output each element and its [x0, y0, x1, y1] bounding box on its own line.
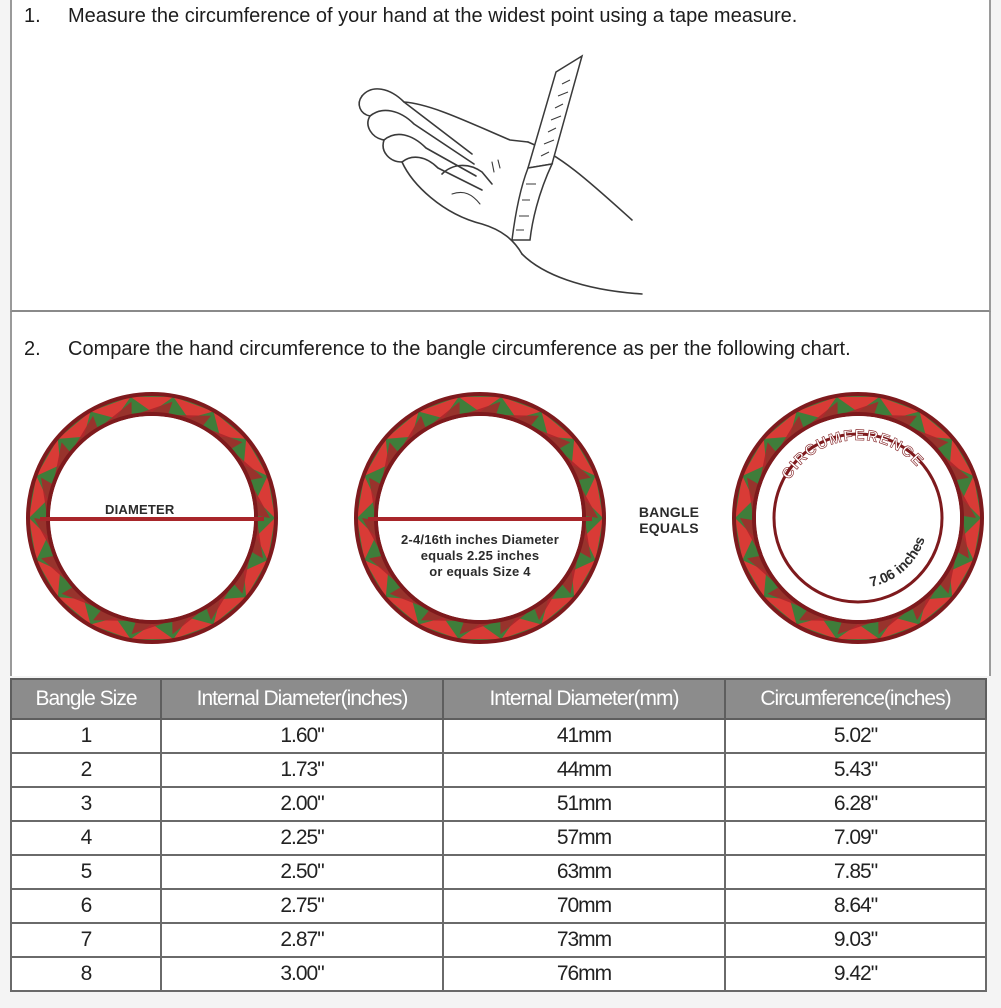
diameter-inches-cell: 2.87"	[160, 922, 444, 958]
circumference-cell: 9.03"	[724, 922, 987, 958]
bangle-size-cell: 2	[10, 752, 162, 788]
step-2-panel: 2. Compare the hand circumference to the …	[10, 312, 991, 676]
circumference-cell: 5.02"	[724, 718, 987, 754]
example-line-3: or equals Size 4	[429, 564, 531, 579]
circumference-cell: 8.64"	[724, 888, 987, 924]
diameter-inches-cell: 2.75"	[160, 888, 444, 924]
diameter-inches-cell: 1.73"	[160, 752, 444, 788]
bangle-size-cell: 4	[10, 820, 162, 856]
bangle-example-diagram	[354, 392, 606, 644]
diameter-mm-cell: 41mm	[442, 718, 726, 754]
bangle-size-table: Bangle Size Internal Diameter(inches) In…	[10, 678, 987, 992]
diameter-inches-cell: 1.60"	[160, 718, 444, 754]
step-1-panel: 1. Measure the circumference of your hand…	[10, 0, 991, 312]
diameter-mm-cell: 73mm	[442, 922, 726, 958]
bangle-size-cell: 6	[10, 888, 162, 924]
diameter-mm-cell: 57mm	[442, 820, 726, 856]
diameter-mm-cell: 44mm	[442, 752, 726, 788]
circumference-cell: 6.28"	[724, 786, 987, 822]
header-circumference-inches: Circumference(inches)	[724, 678, 987, 720]
hand-measuring-illustration	[358, 54, 643, 295]
bangle-circumference-diagram: CIRCUMFERENCE 7.06 inches	[732, 392, 984, 644]
diameter-inches-cell: 2.25"	[160, 820, 444, 856]
bangle-size-cell: 8	[10, 956, 162, 992]
header-bangle-size: Bangle Size	[10, 678, 162, 720]
step-2-instruction: 2. Compare the hand circumference to the …	[24, 338, 851, 361]
circumference-cell: 9.42"	[724, 956, 987, 992]
diameter-mm-cell: 70mm	[442, 888, 726, 924]
header-internal-diameter-mm: Internal Diameter(mm)	[442, 678, 726, 720]
step-2-text: Compare the hand circumference to the ba…	[68, 338, 851, 360]
bangle-ring	[354, 392, 606, 644]
bangle-equals-label: BANGLE EQUALS	[624, 504, 714, 536]
circumference-cell: 7.09"	[724, 820, 987, 856]
step-1-text: Measure the circumference of your hand a…	[68, 5, 798, 27]
bangle-equals-line-1: BANGLE	[638, 504, 700, 520]
diameter-inches-cell: 2.00"	[160, 786, 444, 822]
diameter-inches-cell: 3.00"	[160, 956, 444, 992]
diameter-label: DIAMETER	[105, 502, 175, 517]
circumference-cell: 7.85"	[724, 854, 987, 890]
diameter-inches-cell: 2.50"	[160, 854, 444, 890]
bangle-ring	[732, 392, 984, 644]
bangle-diameter-diagram	[26, 392, 278, 644]
table-header-row: Bangle Size Internal Diameter(inches) In…	[10, 678, 987, 720]
step-2-number: 2.	[24, 338, 41, 360]
step-1-instruction: 1. Measure the circumference of your hand…	[24, 5, 797, 28]
header-internal-diameter-inches: Internal Diameter(inches)	[160, 678, 444, 720]
step-1-number: 1.	[24, 5, 41, 27]
example-line-2: equals 2.25 inches	[420, 548, 540, 563]
bangle-equals-line-2: EQUALS	[639, 520, 699, 536]
diameter-mm-cell: 51mm	[442, 786, 726, 822]
circumference-line	[772, 432, 944, 604]
diameter-mm-cell: 63mm	[442, 854, 726, 890]
diameter-mm-cell: 76mm	[442, 956, 726, 992]
bangle-size-cell: 3	[10, 786, 162, 822]
bangle-size-cell: 7	[10, 922, 162, 958]
example-line-1: 2-4/16th inches Diameter	[401, 532, 559, 547]
bangle-size-cell: 1	[10, 718, 162, 754]
example-diameter-label: 2-4/16th inches Diameter equals 2.25 inc…	[376, 532, 584, 580]
bangle-size-cell: 5	[10, 854, 162, 890]
circumference-cell: 5.43"	[724, 752, 987, 788]
